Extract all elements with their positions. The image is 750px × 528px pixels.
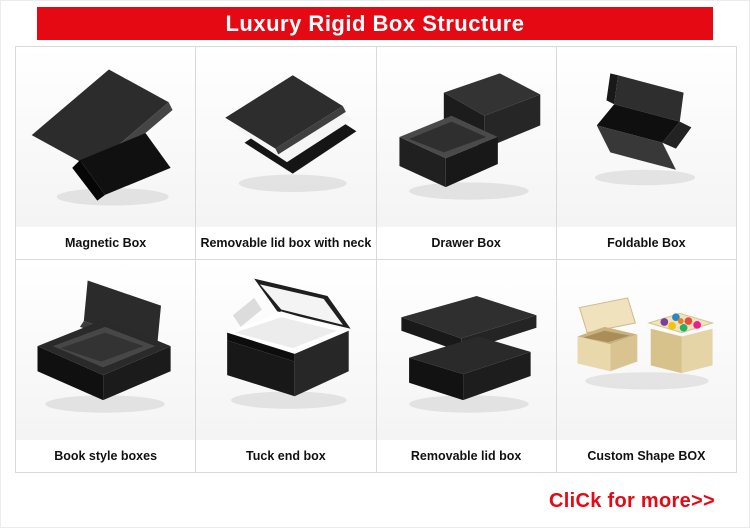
product-cell-foldable-box: Foldable Box xyxy=(556,47,737,260)
magnetic-box-photo-area xyxy=(16,47,196,227)
product-cell-custom-shape-box: Custom Shape BOX xyxy=(556,260,737,473)
removable-lid-neck-photo-area xyxy=(196,47,376,227)
magnetic-box-image xyxy=(31,69,173,206)
removable-lid-box-photo-area xyxy=(376,260,556,440)
removable-lid-box-image xyxy=(401,295,537,413)
product-cell-book-style-boxes: Book style boxes xyxy=(16,260,197,473)
product-grid: Magnetic Box Removable lid box with neck xyxy=(15,46,737,473)
product-label: Magnetic Box xyxy=(16,227,196,259)
tuck-end-box-image xyxy=(227,278,351,409)
page-title: Luxury Rigid Box Structure xyxy=(225,10,525,36)
product-cell-removable-lid-box: Removable lid box xyxy=(376,260,557,473)
product-label: Foldable Box xyxy=(556,227,736,259)
product-label: Book style boxes xyxy=(16,440,196,472)
foldable-box-image xyxy=(595,73,696,186)
product-cell-tuck-end-box: Tuck end box xyxy=(196,260,377,473)
tuck-end-box-photo-area xyxy=(196,260,376,440)
header-banner: Luxury Rigid Box Structure xyxy=(37,7,713,40)
click-for-more-link[interactable]: CliCk for more>> xyxy=(549,489,715,512)
product-cell-magnetic-box: Magnetic Box xyxy=(16,47,197,260)
gem-decoration xyxy=(660,318,669,326)
book-style-box-image xyxy=(37,280,171,413)
foldable-box-photo-area xyxy=(556,47,736,227)
drawer-box-photo-area xyxy=(376,47,556,227)
book-style-box-photo-area xyxy=(16,260,196,440)
drawer-box-image xyxy=(399,73,541,200)
product-label: Removable lid box xyxy=(376,440,556,472)
product-label: Removable lid box with neck xyxy=(196,227,376,259)
product-label: Drawer Box xyxy=(376,227,556,259)
removable-lid-neck-box-image xyxy=(225,75,357,192)
custom-shape-box-image xyxy=(577,297,715,390)
product-cell-drawer-box: Drawer Box xyxy=(376,47,557,260)
product-label: Tuck end box xyxy=(196,440,376,472)
custom-shape-box-photo-area xyxy=(556,260,736,440)
footer-area: CliCk for more>> xyxy=(1,473,749,527)
product-cell-removable-lid-box-with-neck: Removable lid box with neck xyxy=(196,47,377,260)
product-label: Custom Shape BOX xyxy=(556,440,736,472)
